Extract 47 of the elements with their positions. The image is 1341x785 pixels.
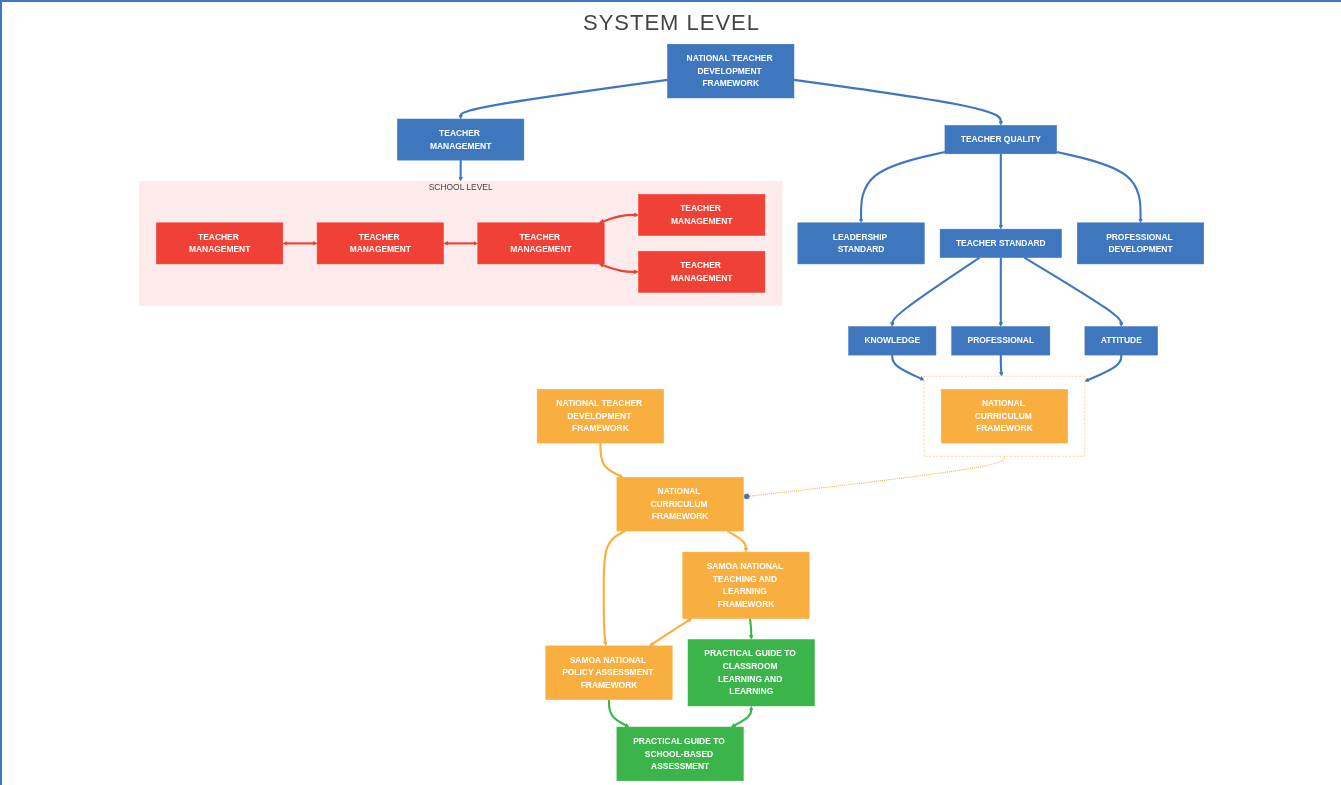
node-box: TEACHER QUALITY: [944, 125, 1057, 155]
arrow: [998, 153, 1004, 230]
arrow: [731, 705, 754, 728]
node-box: TEACHER MANAGEMENT: [477, 222, 605, 265]
node-box: PRACTICAL GUIDE TO CLASSROOM LEARNING AND LEARNING: [687, 639, 815, 707]
arrow: [443, 241, 478, 246]
node-box: PROFESSIONAL DEVELOPMENT: [1077, 222, 1204, 265]
node-box: NATIONAL TEACHER DEVELOPMENT FRAMEWORK: [667, 43, 795, 99]
node-box: NATIONAL TEACHER DEVELOPMENT FRAMEWORK: [536, 389, 664, 444]
node-box: TEACHER MANAGEMENT: [156, 222, 284, 265]
title: SYSTEM LEVEL: [582, 10, 761, 36]
arrow: [998, 257, 1004, 327]
arrow: [607, 699, 630, 728]
node-box: PRACTICAL GUIDE TO SCHOOL-BASED ASSESSMENT: [616, 726, 744, 782]
node-box: ATTITUDE: [1084, 326, 1158, 356]
arrow: [599, 263, 639, 275]
node-box: TEACHER MANAGEMENT: [638, 251, 766, 293]
node-box: SAMOA NATIONAL TEACHING AND LEARNING FRAMEWORK: [682, 551, 810, 619]
node-box: TEACHER MANAGEMENT: [316, 222, 444, 265]
arrow: [726, 530, 749, 553]
arrow: [858, 150, 946, 224]
node-box: NATIONAL CURRICULUM FRAMEWORK: [940, 389, 1068, 444]
arrow: [998, 355, 1004, 377]
arrow: [599, 443, 624, 478]
node-box: NATIONAL CURRICULUM FRAMEWORK: [616, 477, 744, 532]
arrow: [1023, 256, 1124, 327]
arrow: [458, 78, 668, 120]
node-box: SAMOA NATIONAL POLICY ASSESSMENT FRAMEWORK: [545, 645, 673, 700]
arrow: [1084, 355, 1123, 382]
connector: [742, 455, 1005, 500]
arrow: [649, 618, 692, 647]
arrow: [793, 78, 1004, 126]
node-box: LEADERSHIP STANDARD: [797, 222, 925, 265]
arrow: [1056, 150, 1143, 224]
arrow: [599, 212, 639, 224]
node-box: TEACHER MANAGEMENT: [638, 194, 766, 236]
arrow: [458, 160, 463, 182]
cluster: [923, 375, 1086, 457]
arrow: [891, 355, 925, 381]
arrow: [282, 241, 318, 246]
node-box: TEACHER MANAGEMENT: [397, 118, 525, 161]
node-box: PROFESSIONAL: [951, 326, 1051, 356]
node-box: KNOWLEDGE: [848, 326, 937, 356]
arrow: [602, 530, 626, 647]
node-box: TEACHER STANDARD: [939, 228, 1062, 258]
arrow: [889, 256, 981, 327]
arrow: [748, 618, 754, 640]
